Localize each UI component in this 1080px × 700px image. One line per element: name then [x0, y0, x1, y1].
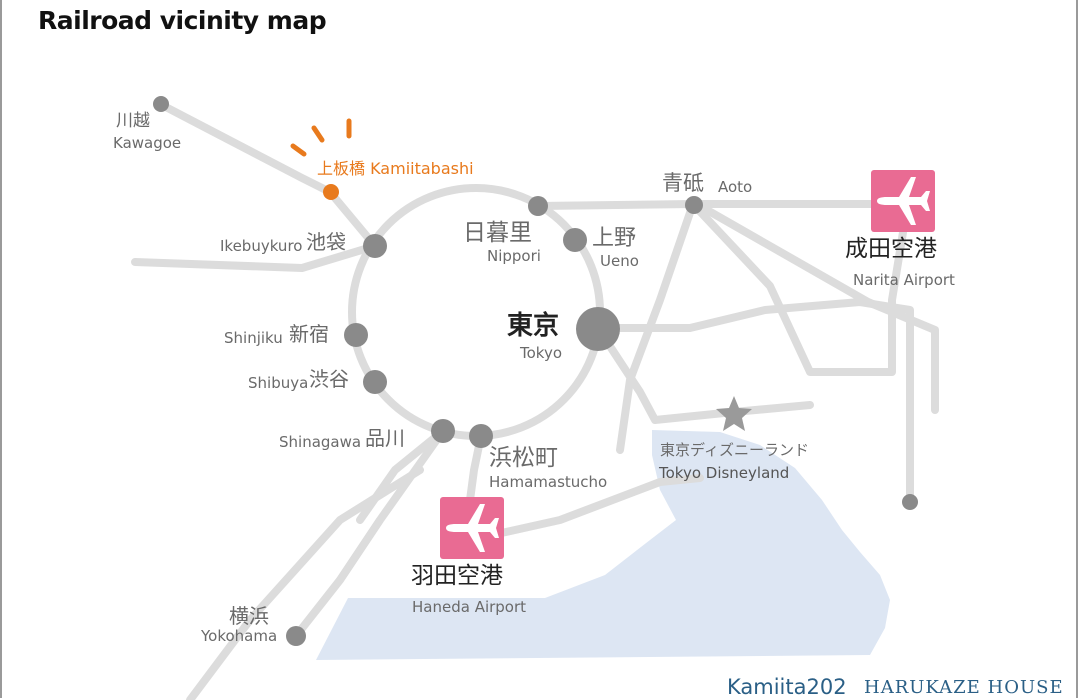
narita-line-a: [689, 200, 909, 376]
station-label-kawagoe-en: Kawagoe: [113, 134, 182, 152]
station-label-aoto-jp: 青砥: [662, 171, 704, 195]
rail-lines: [131, 100, 939, 700]
west-line: [131, 242, 379, 272]
station-label-ikebukuro-en: Ikebuykuro: [220, 237, 303, 255]
station-dots: [153, 96, 918, 646]
station-dot-shibuya[interactable]: [363, 370, 387, 394]
station-label-shinjuku-en: Shinjiku: [224, 329, 283, 347]
tokyo-bay-water: [316, 430, 890, 660]
sparkle-rays-icon: [290, 118, 352, 157]
station-dot-tokyo[interactable]: [576, 307, 620, 351]
keiyo-line: [594, 324, 814, 424]
footer-brand-left: Kamiita202: [727, 675, 847, 699]
place-label-narita-en: Narita Airport: [853, 271, 955, 289]
station-dot-shinagawa[interactable]: [431, 419, 455, 443]
station-label-shinagawa-jp: 品川: [365, 426, 405, 450]
station-dot-ueno[interactable]: [563, 228, 587, 252]
station-label-tokyo-en: Tokyo: [520, 344, 562, 362]
keisei-line: [534, 200, 909, 210]
station-dot-kamiitabashi[interactable]: [323, 184, 339, 200]
place-label-haneda-jp: 羽田空港: [411, 563, 503, 589]
station-label-kamiitabashi: 上板橋 Kamiitabashi: [317, 159, 474, 178]
haneda-link: [466, 474, 704, 544]
sobu-line: [594, 298, 914, 506]
station-label-hamamatsucho-jp: 浜松町: [489, 445, 558, 471]
station-dot-ikebukuro[interactable]: [363, 234, 387, 258]
station-dot-hamamatsucho[interactable]: [469, 424, 493, 448]
footer-brand-right: HARUKAZE HOUSE: [864, 677, 1064, 698]
station-dot-shinjuku[interactable]: [344, 323, 368, 347]
star-icon: [716, 396, 752, 431]
station-label-hamamatsucho-en: Hamamastucho: [489, 473, 608, 491]
place-label-narita-jp: 成田空港: [845, 236, 937, 262]
station-label-yokohama-en: Yokohama: [201, 627, 278, 645]
station-label-kawagoe-jp: 川越: [116, 111, 150, 131]
station-label-ueno-jp: 上野: [592, 226, 637, 251]
station-dot-aoto[interactable]: [685, 196, 703, 214]
place-label-disneyland-jp: 東京ディズニーランド: [660, 441, 809, 459]
station-label-nippori-jp: 日暮里: [463, 220, 532, 246]
place-label-haneda-en: Haneda Airport: [412, 598, 527, 616]
south-west-line: [186, 466, 424, 700]
airplane-icon: [440, 497, 504, 559]
station-label-yokohama-jp: 横浜: [229, 604, 269, 628]
station-label-shibuya-jp: 渋谷: [309, 367, 349, 391]
station-label-shinagawa-en: Shinagawa: [279, 433, 362, 451]
station-label-ueno-en: Ueno: [600, 252, 639, 270]
narita-line-b: [696, 202, 939, 414]
tojo-line: [156, 100, 379, 250]
aoto-south-line: [616, 200, 697, 454]
place-label-disneyland-en: Tokyo Disneyland: [659, 464, 790, 482]
station-dot-narita-end[interactable]: [902, 494, 918, 510]
station-dot-nippori[interactable]: [528, 196, 548, 216]
station-label-ikebukuro-jp: 池袋: [306, 230, 346, 254]
map-title: Railroad vicinity map: [38, 6, 327, 35]
station-label-shibuya-en: Shibuya: [248, 374, 309, 392]
station-label-aoto-en: Aoto: [718, 178, 753, 196]
airplane-icon: [871, 170, 935, 232]
station-dot-kawagoe[interactable]: [153, 96, 169, 112]
station-dot-yokohama[interactable]: [286, 626, 306, 646]
station-label-tokyo-jp: 東京: [507, 311, 560, 341]
station-label-nippori-en: Nippori: [487, 247, 541, 265]
station-label-shinjuku-jp: 新宿: [289, 322, 329, 346]
